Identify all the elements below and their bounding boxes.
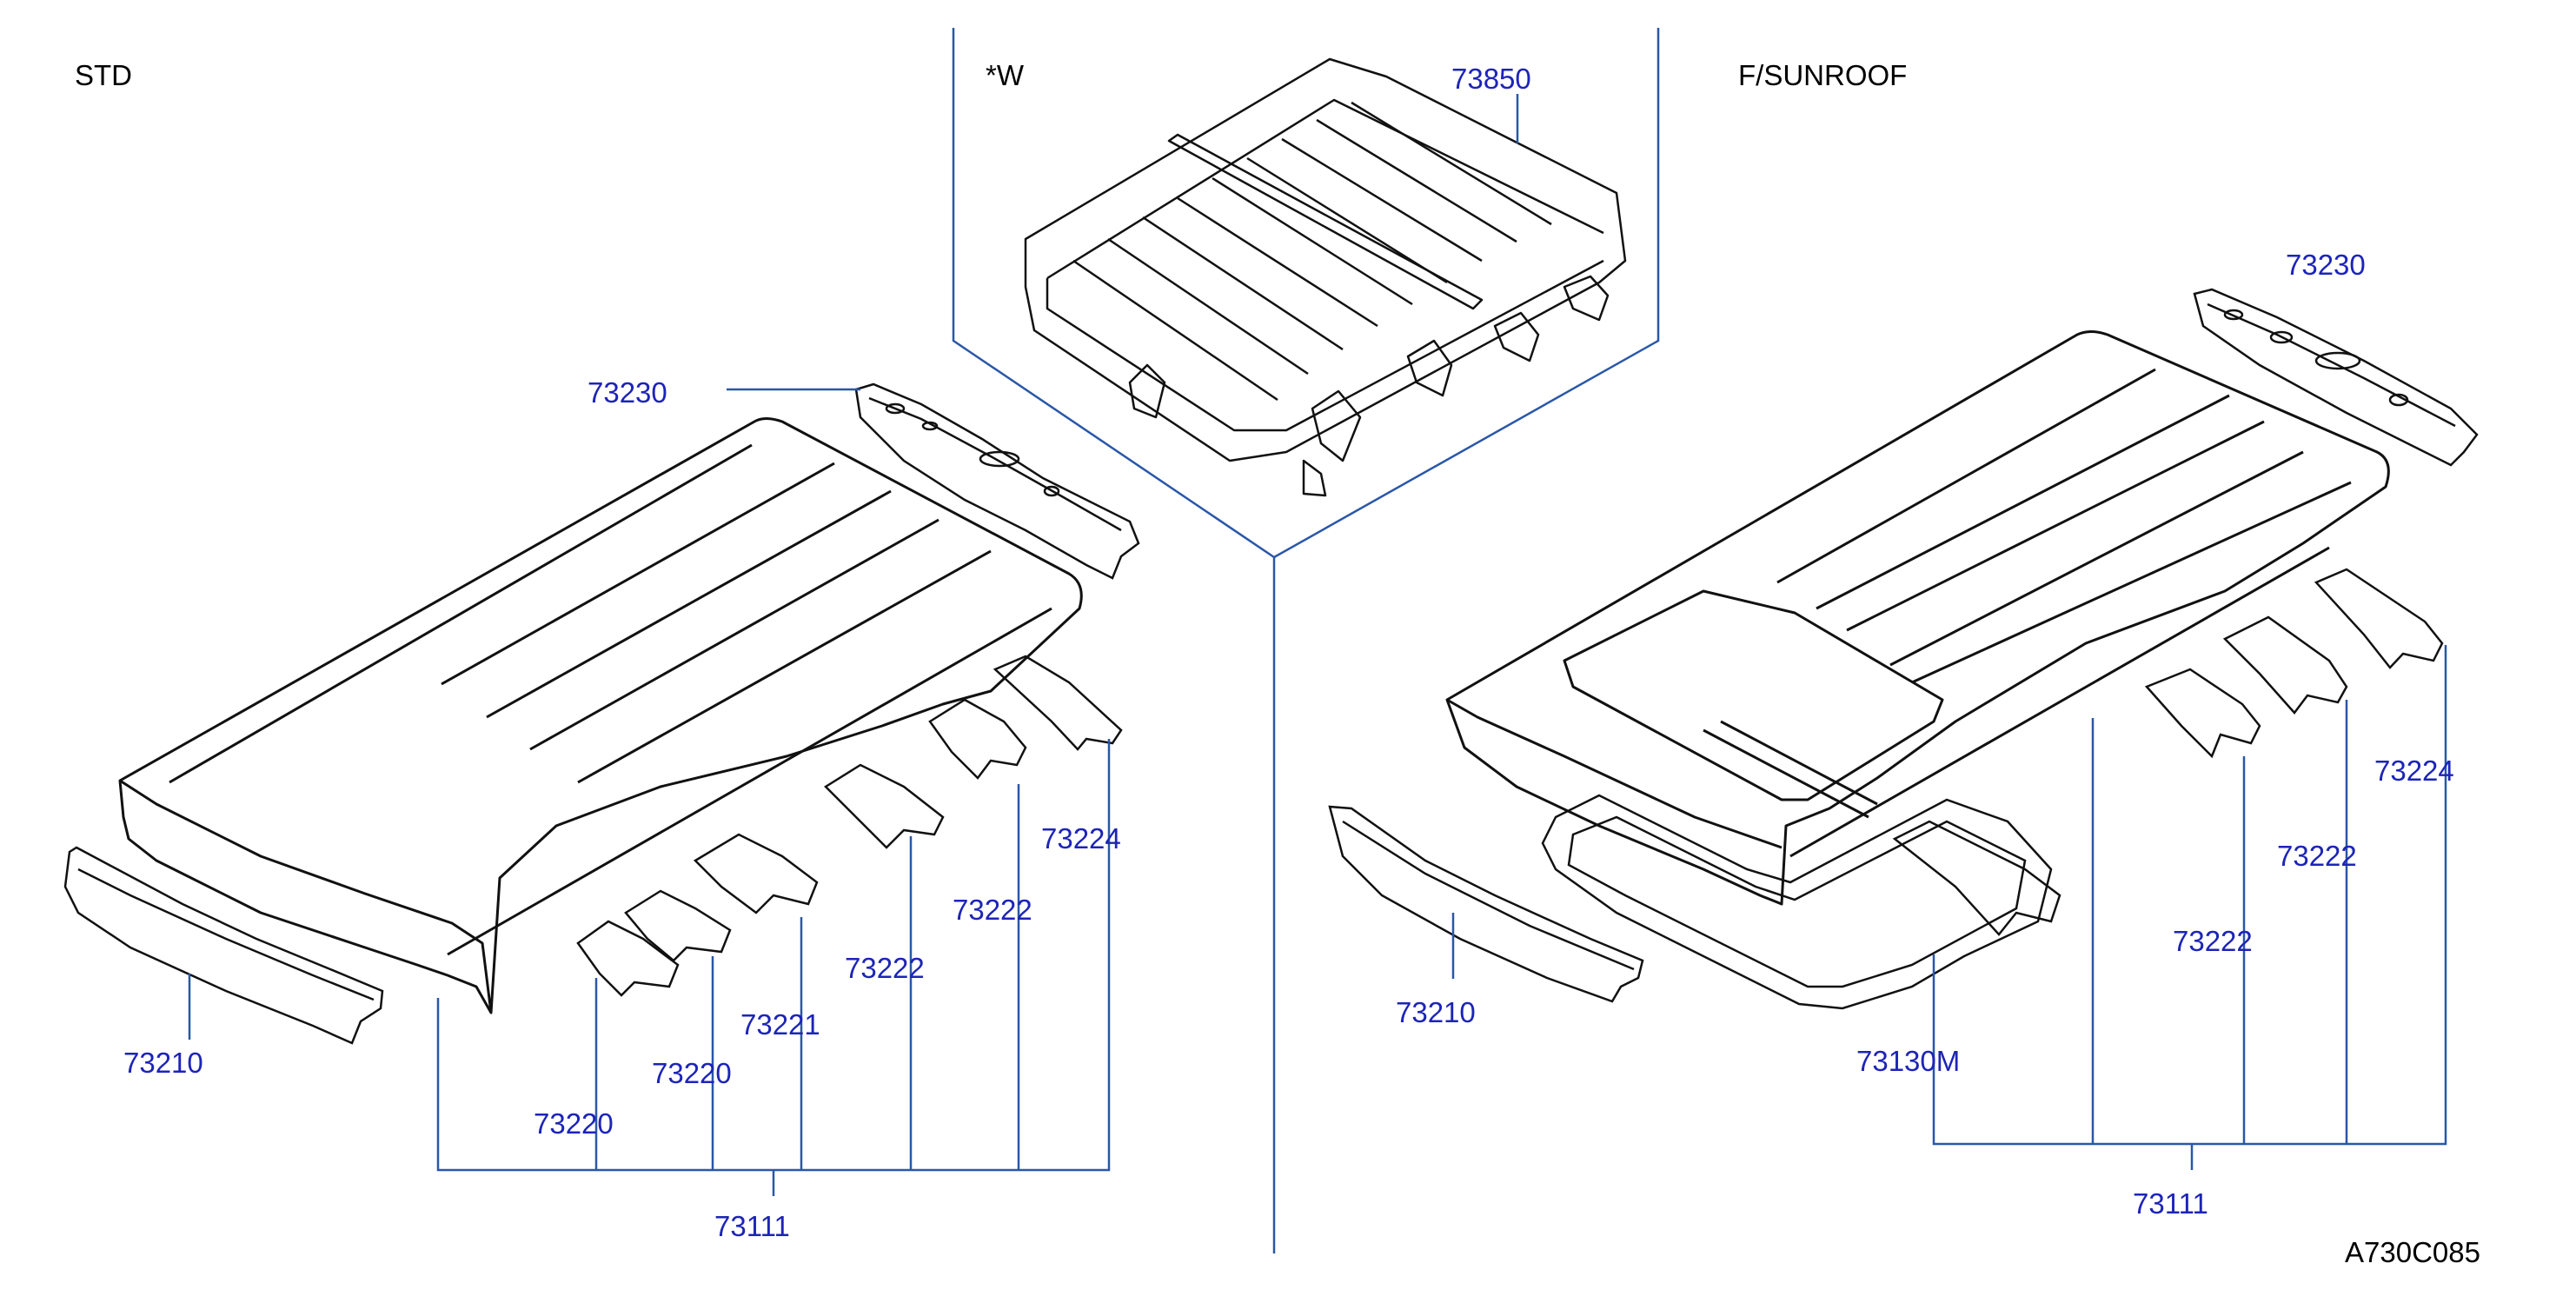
part-label-std-73221[interactable]: 73221 [740, 1008, 820, 1041]
std-front-rail [63, 846, 384, 1045]
leader-std-73111 [436, 739, 1111, 1172]
part-label-std-73111[interactable]: 73111 [714, 1210, 790, 1242]
part-label-sr-73222-b[interactable]: 73222 [2173, 925, 2253, 957]
sunroof-bows [1892, 568, 2444, 936]
part-label-std-73222-a[interactable]: 73222 [953, 894, 1032, 926]
part-label-w-73850[interactable]: 73850 [1451, 63, 1531, 95]
part-label-std-73230[interactable]: 73230 [588, 376, 667, 409]
part-label-sr-73224[interactable]: 73224 [2374, 755, 2454, 787]
section-dividers [952, 28, 1660, 1253]
section-title-sunroof: F/SUNROOF [1738, 59, 1908, 91]
divider-w-right [1273, 28, 1660, 559]
part-label-std-73222-b[interactable]: 73222 [845, 952, 925, 984]
sunroof-rear-rail [2193, 288, 2479, 467]
part-label-std-73224[interactable]: 73224 [1041, 822, 1121, 854]
part-label-std-73220-a[interactable]: 73220 [652, 1057, 732, 1089]
part-label-sr-73111[interactable]: 73111 [2133, 1187, 2208, 1220]
divider-w-left [952, 28, 1276, 1253]
part-label-sr-73210[interactable]: 73210 [1396, 996, 1476, 1028]
part-label-std-73210[interactable]: 73210 [123, 1047, 203, 1079]
diagram-code: A730C085 [2345, 1236, 2480, 1268]
section-title-std: STD [75, 59, 132, 91]
part-label-sr-73130m[interactable]: 73130M [1856, 1045, 1961, 1077]
sunroof-front-rail [1328, 805, 1644, 1003]
section-title-w: *W [986, 59, 1024, 91]
w-roof-rack [1024, 57, 1627, 497]
sunroof-frame [1541, 794, 2053, 1010]
sunroof-roof-panel [1445, 330, 2390, 906]
part-label-std-73220-b[interactable]: 73220 [534, 1107, 614, 1140]
callout-lines [188, 94, 2447, 1196]
std-rear-rail [854, 382, 1140, 580]
std-bows [576, 655, 1123, 997]
std-roof-panel [118, 417, 1083, 1014]
part-label-sr-73230[interactable]: 73230 [2286, 249, 2366, 281]
leader-sr-73111 [1932, 645, 2447, 1146]
part-label-sr-73222-a[interactable]: 73222 [2277, 840, 2357, 872]
